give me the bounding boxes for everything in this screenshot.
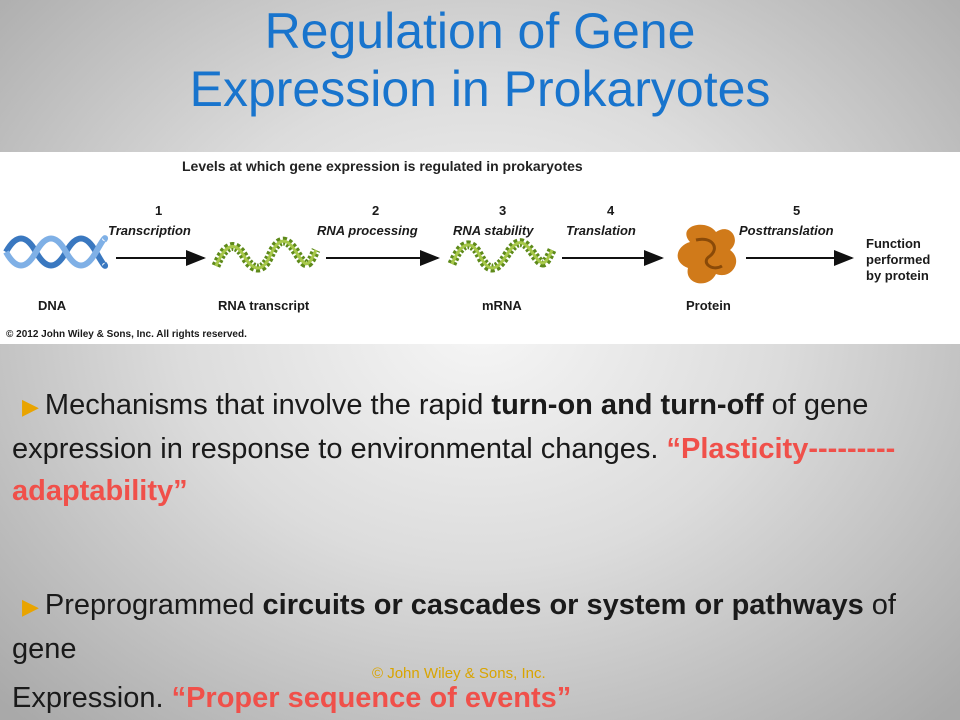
- label-mrna: mRNA: [482, 298, 522, 313]
- bullet-2-text-a: Preprogrammed: [44, 589, 263, 621]
- slide-title-line-1: Regulation of Gene: [264, 3, 696, 59]
- step-number-3: 3: [499, 203, 507, 218]
- step-name-rna-stability: RNA stability: [453, 223, 534, 238]
- figure-graphics: [3, 224, 854, 284]
- dna-helix-icon: [3, 235, 108, 269]
- label-rna-transcript: RNA transcript: [218, 298, 310, 313]
- label-protein: Protein: [686, 298, 731, 313]
- bullet-2-text-c: of gene: [12, 589, 896, 665]
- triangle-right-icon: ▶: [22, 594, 39, 619]
- bullet-1-text-c: of gene expression in response to enviro…: [12, 389, 869, 465]
- step-number-1: 1: [155, 203, 163, 218]
- bullet-1-emphasis: turn-on and turn-off: [491, 389, 764, 421]
- function-line-3: by protein: [866, 268, 929, 283]
- gene-regulation-figure: Levels at which gene expression is regul…: [0, 152, 960, 344]
- function-line-2: performed: [866, 252, 931, 267]
- step-number-4: 4: [607, 203, 615, 218]
- step-name-transcription: Transcription: [108, 223, 191, 238]
- bullet-point-1: ▶Mechanisms that involve the rapid turn-…: [12, 384, 942, 512]
- bullet-2-emphasis: circuits or cascades or system or pathwa…: [262, 589, 864, 621]
- protein-icon: [677, 224, 737, 284]
- slide-title: Regulation of Gene Expression in Prokary…: [0, 2, 960, 118]
- step-name-translation: Translation: [566, 223, 636, 238]
- step-number-5: 5: [793, 203, 801, 218]
- bullet-2-text-d: Expression.: [12, 682, 172, 714]
- label-dna: DNA: [38, 298, 67, 313]
- footer-copyright: © John Wiley & Sons, Inc.: [372, 665, 546, 682]
- bullet-1-highlight: “Plasticity---------adaptability”: [12, 433, 896, 507]
- function-line-1: Function: [866, 236, 921, 251]
- step-name-rna-processing: RNA processing: [317, 223, 418, 238]
- step-number-2: 2: [372, 203, 380, 218]
- slide-title-line-2: Expression in Prokaryotes: [189, 61, 771, 117]
- triangle-right-icon: ▶: [22, 394, 39, 419]
- figure-title: Levels at which gene expression is regul…: [182, 158, 583, 174]
- bullet-1-text-a: Mechanisms that involve the rapid: [44, 389, 492, 421]
- figure-copyright: © 2012 John Wiley & Sons, Inc. All right…: [6, 329, 247, 340]
- label-function-performed: Function performed by protein: [866, 236, 930, 284]
- bullet-2-highlight: “Proper sequence of events”: [171, 682, 572, 714]
- bullet-point-2: ▶Preprogrammed circuits or cascades or s…: [12, 584, 942, 670]
- bullet-point-2-continued: Expression. “Proper sequence of events”: [12, 677, 942, 719]
- step-name-posttranslation: Posttranslation: [739, 223, 834, 238]
- mrna-icon: [447, 238, 557, 273]
- rna-transcript-icon: [211, 236, 321, 273]
